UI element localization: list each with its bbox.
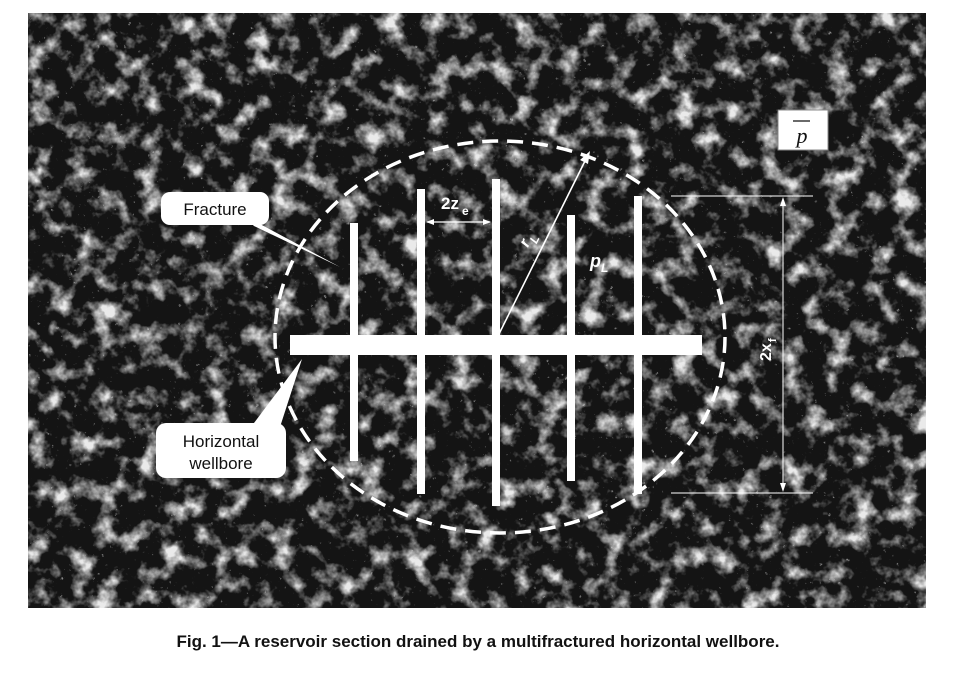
wellbore-callout-line2: wellbore: [188, 454, 252, 473]
fracture-length-label: 2x: [758, 343, 775, 361]
fracture-length-dimension: 2x f: [671, 195, 813, 494]
figure-caption: Fig. 1—A reservoir section drained by a …: [176, 632, 780, 651]
drainage-radius-dimension: r L: [497, 151, 590, 337]
drainage-boundary-circle: [273, 139, 727, 535]
fracture-spacing-subscript: e: [462, 204, 469, 218]
horizontal-wellbore: [290, 335, 702, 355]
local-pressure-label-group: p L: [589, 251, 608, 275]
fracture-callout-label: Fracture: [183, 200, 246, 219]
local-pressure-label: p: [589, 251, 601, 271]
fracture-callout: Fracture: [161, 192, 340, 267]
fracture-spacing-dimension: 2z e: [426, 194, 491, 225]
average-pressure-label: p: [795, 123, 808, 148]
diagram-canvas: 2z e r L p L 2x f: [28, 13, 926, 608]
average-pressure-box: p: [777, 109, 829, 151]
fracture-spacing-label: 2z: [441, 194, 459, 213]
reservoir-figure: 2z e r L p L 2x f: [28, 13, 926, 608]
wellbore-callout: Horizontal wellbore: [156, 359, 302, 478]
rock-speckle: [28, 13, 926, 608]
fracture-length-subscript: f: [767, 338, 779, 342]
wellbore-callout-line1: Horizontal: [183, 432, 260, 451]
local-pressure-subscript: L: [601, 261, 608, 275]
